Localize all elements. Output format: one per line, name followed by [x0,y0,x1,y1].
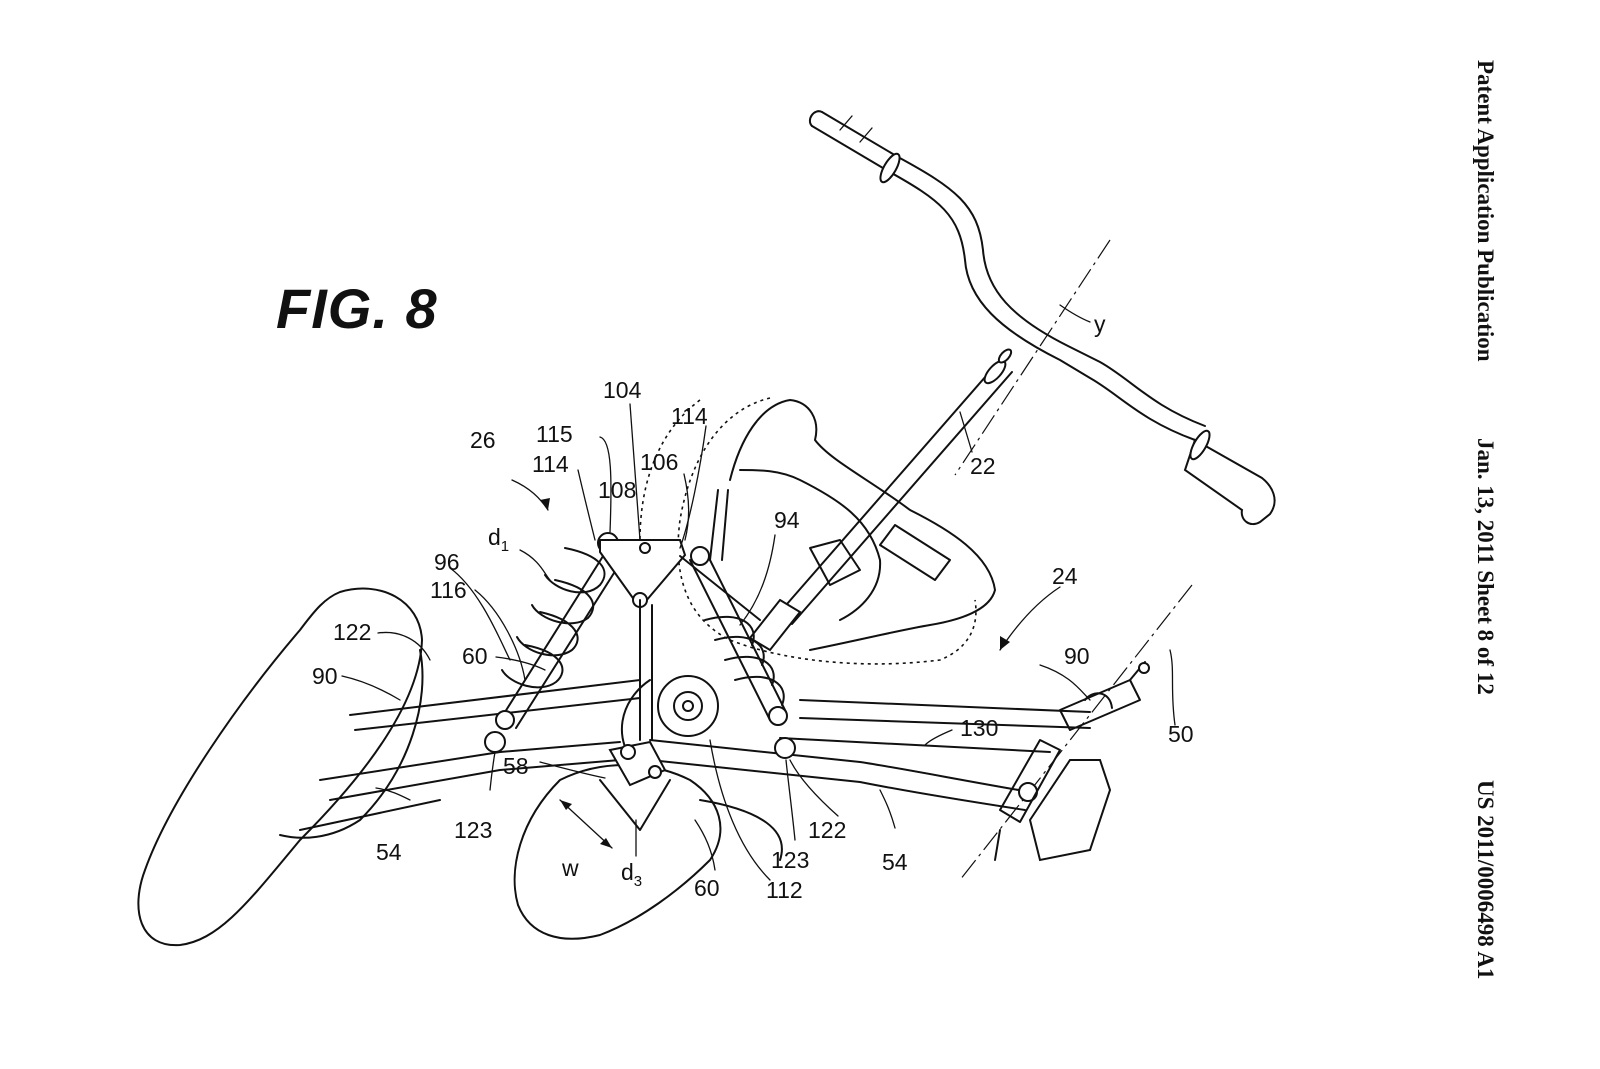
ref-122-right: 122 [808,817,846,843]
rocker-bracket [599,489,761,741]
ref-54-right: 54 [882,849,908,875]
ref-90-left: 90 [312,663,338,689]
ref-22: 22 [970,453,996,479]
ref-w: w [561,855,579,881]
pivot-123-left [484,731,506,753]
figure-title: FIG. 8 [276,277,438,340]
ref-116: 116 [430,577,467,603]
left-ski [137,587,424,947]
dimension-w [559,799,613,849]
ref-122-left: 122 [333,619,371,645]
ref-58: 58 [503,753,529,779]
arrowhead-24 [1000,636,1010,650]
ref-114-left: 114 [532,451,569,477]
linkage-58 [599,740,671,831]
ref-d1: d1 [488,524,509,555]
ref-115: 115 [536,421,573,447]
ref-y: y [1094,311,1106,337]
patent-drawing: 26 115 104 114 114 106 108 94 22 y d1 96… [137,110,1276,947]
spindle-assembly [994,661,1150,862]
ref-60-upper: 60 [462,643,488,669]
pivot-axis-50 [959,584,1193,881]
ref-112: 112 [766,877,803,903]
ref-60-lower: 60 [694,875,720,901]
ref-96: 96 [434,549,460,575]
shock-absorber-left [495,532,627,730]
ref-114-right: 114 [671,403,708,429]
ref-50: 50 [1168,721,1194,747]
ref-90-right: 90 [1064,643,1090,669]
ref-94: 94 [774,507,800,533]
central-hub [621,675,719,771]
ref-26: 26 [470,427,496,453]
ref-106: 106 [640,449,678,475]
ref-108: 108 [598,477,636,503]
shock-absorber-right [689,546,788,726]
ref-54-left: 54 [376,839,402,865]
pivot-123-right [774,737,796,759]
steering-axis-y [954,239,1111,476]
steering-column [748,348,1013,652]
right-ski [513,764,783,940]
ref-24: 24 [1052,563,1078,589]
ref-104: 104 [603,377,642,403]
handlebar [808,110,1276,526]
ref-130: 130 [960,715,998,741]
leader-lines [341,304,1176,881]
ref-123-left: 123 [454,817,492,843]
body-shell [639,397,996,665]
arrowhead-26 [540,498,550,510]
ref-123-right: 123 [771,847,809,873]
ref-d3: d3 [621,859,642,890]
